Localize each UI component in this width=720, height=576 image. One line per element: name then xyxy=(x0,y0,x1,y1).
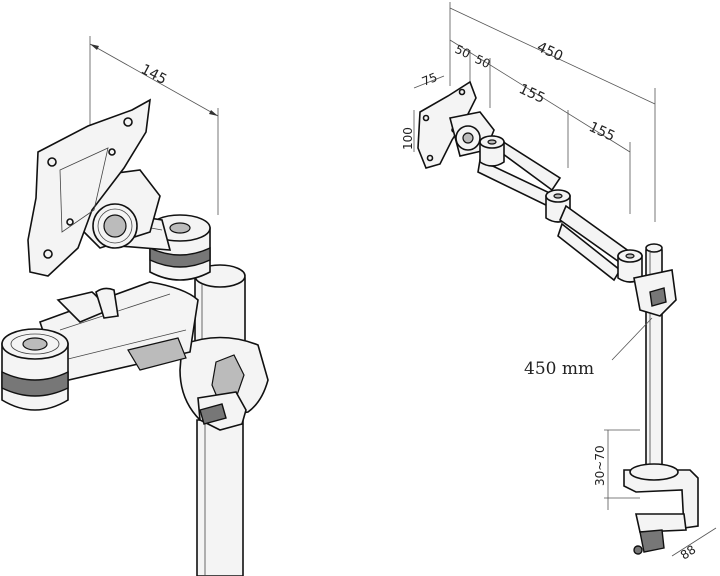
dim-100-label: 100 xyxy=(401,127,415,150)
left-pole-collar xyxy=(179,336,269,431)
dim-145-label: 145 xyxy=(138,61,169,88)
right-pole-collar xyxy=(633,269,677,317)
right-joint-1 xyxy=(479,135,505,167)
dim-75-label: 75 xyxy=(420,70,439,89)
dimension-vesa: 75 100 xyxy=(401,70,445,152)
dim-88-label: 88 xyxy=(678,542,698,562)
dim-clamp-range-label: 30~70 xyxy=(593,445,607,486)
dim-50b-label: 50 xyxy=(473,52,493,71)
dim-450-label: 450 xyxy=(534,39,565,65)
pole-height-label: 450 mm xyxy=(524,359,594,379)
left-view: 145 xyxy=(1,36,269,576)
right-view: 450 50 50 155 155 75 100 xyxy=(401,2,717,562)
left-vesa-plate xyxy=(27,98,151,277)
left-lower-joint xyxy=(1,328,69,411)
dimension-clamp-range: 30~70 xyxy=(593,429,640,510)
dimension-clamp-depth: 88 xyxy=(671,527,717,562)
right-tilt-head xyxy=(449,111,495,157)
dim-50a-label: 50 xyxy=(453,42,473,61)
pole-height-callout: 450 mm xyxy=(524,317,653,379)
right-desk-clamp xyxy=(623,463,699,555)
dim-155a-label: 155 xyxy=(516,81,547,107)
left-lower-arm xyxy=(38,281,199,383)
